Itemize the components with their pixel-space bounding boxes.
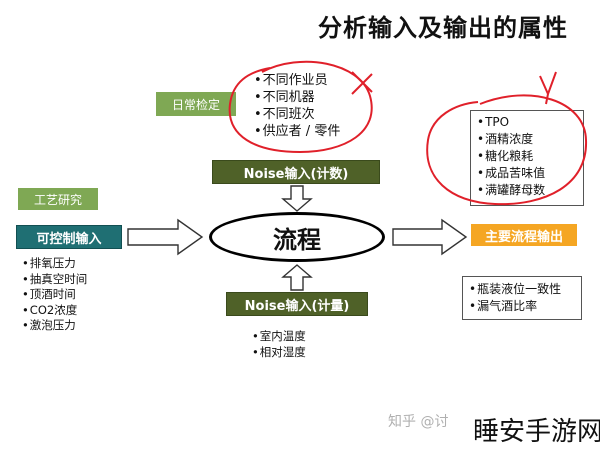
- noise-measure-label: Noise输入(计量): [226, 292, 368, 316]
- controllable-item: CO2浓度: [22, 304, 87, 317]
- noise-measure-item: 室内温度: [252, 330, 306, 343]
- main-output-item: TPO: [477, 116, 583, 128]
- daily-check-item: 不同班次: [254, 108, 340, 121]
- craft-study-label: 工艺研究: [18, 188, 98, 210]
- daily-check-label: 日常检定: [156, 92, 236, 116]
- daily-check-list: 不同作业员 不同机器 不同班次 供应者 / 零件: [254, 74, 341, 138]
- output-arrow-right: [392, 218, 468, 256]
- controllable-input-label: 可控制输入: [16, 225, 122, 249]
- input-arrow-up: [281, 264, 313, 291]
- other-output-item: 瓶装液位一致性: [469, 283, 581, 295]
- red-circle-annotation: [426, 94, 588, 206]
- controllable-item: 顶酒时间: [22, 288, 87, 301]
- page-title: 分析输入及输出的属性: [318, 14, 568, 42]
- main-output-item: 成品苦味值: [477, 167, 583, 179]
- controllable-item: 抽真空时间: [22, 273, 88, 286]
- controllable-input-list: 排氧压力 抽真空时间 顶酒时间 CO2浓度 激泡压力: [22, 257, 88, 332]
- main-output-label: 主要流程输出: [471, 224, 577, 246]
- input-arrow-down: [281, 185, 313, 212]
- other-output-list: 瓶装液位一致性 漏气酒比率: [463, 277, 581, 312]
- corner-site-name: 睡安手游网: [473, 410, 600, 449]
- daily-check-item: 供应者 / 零件: [254, 125, 341, 138]
- main-output-list: TPO 酒精浓度 糖化粮耗 成品苦味值 满罐酵母数: [471, 111, 583, 196]
- noise-measure-item: 相对湿度: [252, 346, 306, 359]
- main-output-item: 糖化粮耗: [477, 150, 583, 162]
- main-output-box: TPO 酒精浓度 糖化粮耗 成品苦味值 满罐酵母数: [470, 110, 584, 206]
- watermark: 知乎 @讨: [388, 414, 449, 430]
- red-circle-annotation: [228, 60, 373, 154]
- process-node: 流程: [209, 212, 385, 262]
- controllable-item: 激泡压力: [22, 319, 87, 332]
- noise-count-label: Noise输入(计数): [212, 160, 380, 184]
- main-output-item: 满罐酵母数: [477, 184, 583, 196]
- daily-check-item: 不同机器: [254, 91, 340, 104]
- input-arrow-left: [127, 218, 204, 256]
- noise-measure-list: 室内温度 相对湿度: [252, 330, 306, 359]
- other-output-item: 漏气酒比率: [469, 300, 581, 312]
- red-x-annotation: [351, 71, 373, 95]
- controllable-item: 排氧压力: [22, 257, 87, 270]
- other-output-box: 瓶装液位一致性 漏气酒比率: [462, 276, 582, 320]
- daily-check-item: 不同作业员: [254, 74, 340, 87]
- red-y-annotation: [539, 71, 557, 105]
- main-output-item: 酒精浓度: [477, 133, 583, 145]
